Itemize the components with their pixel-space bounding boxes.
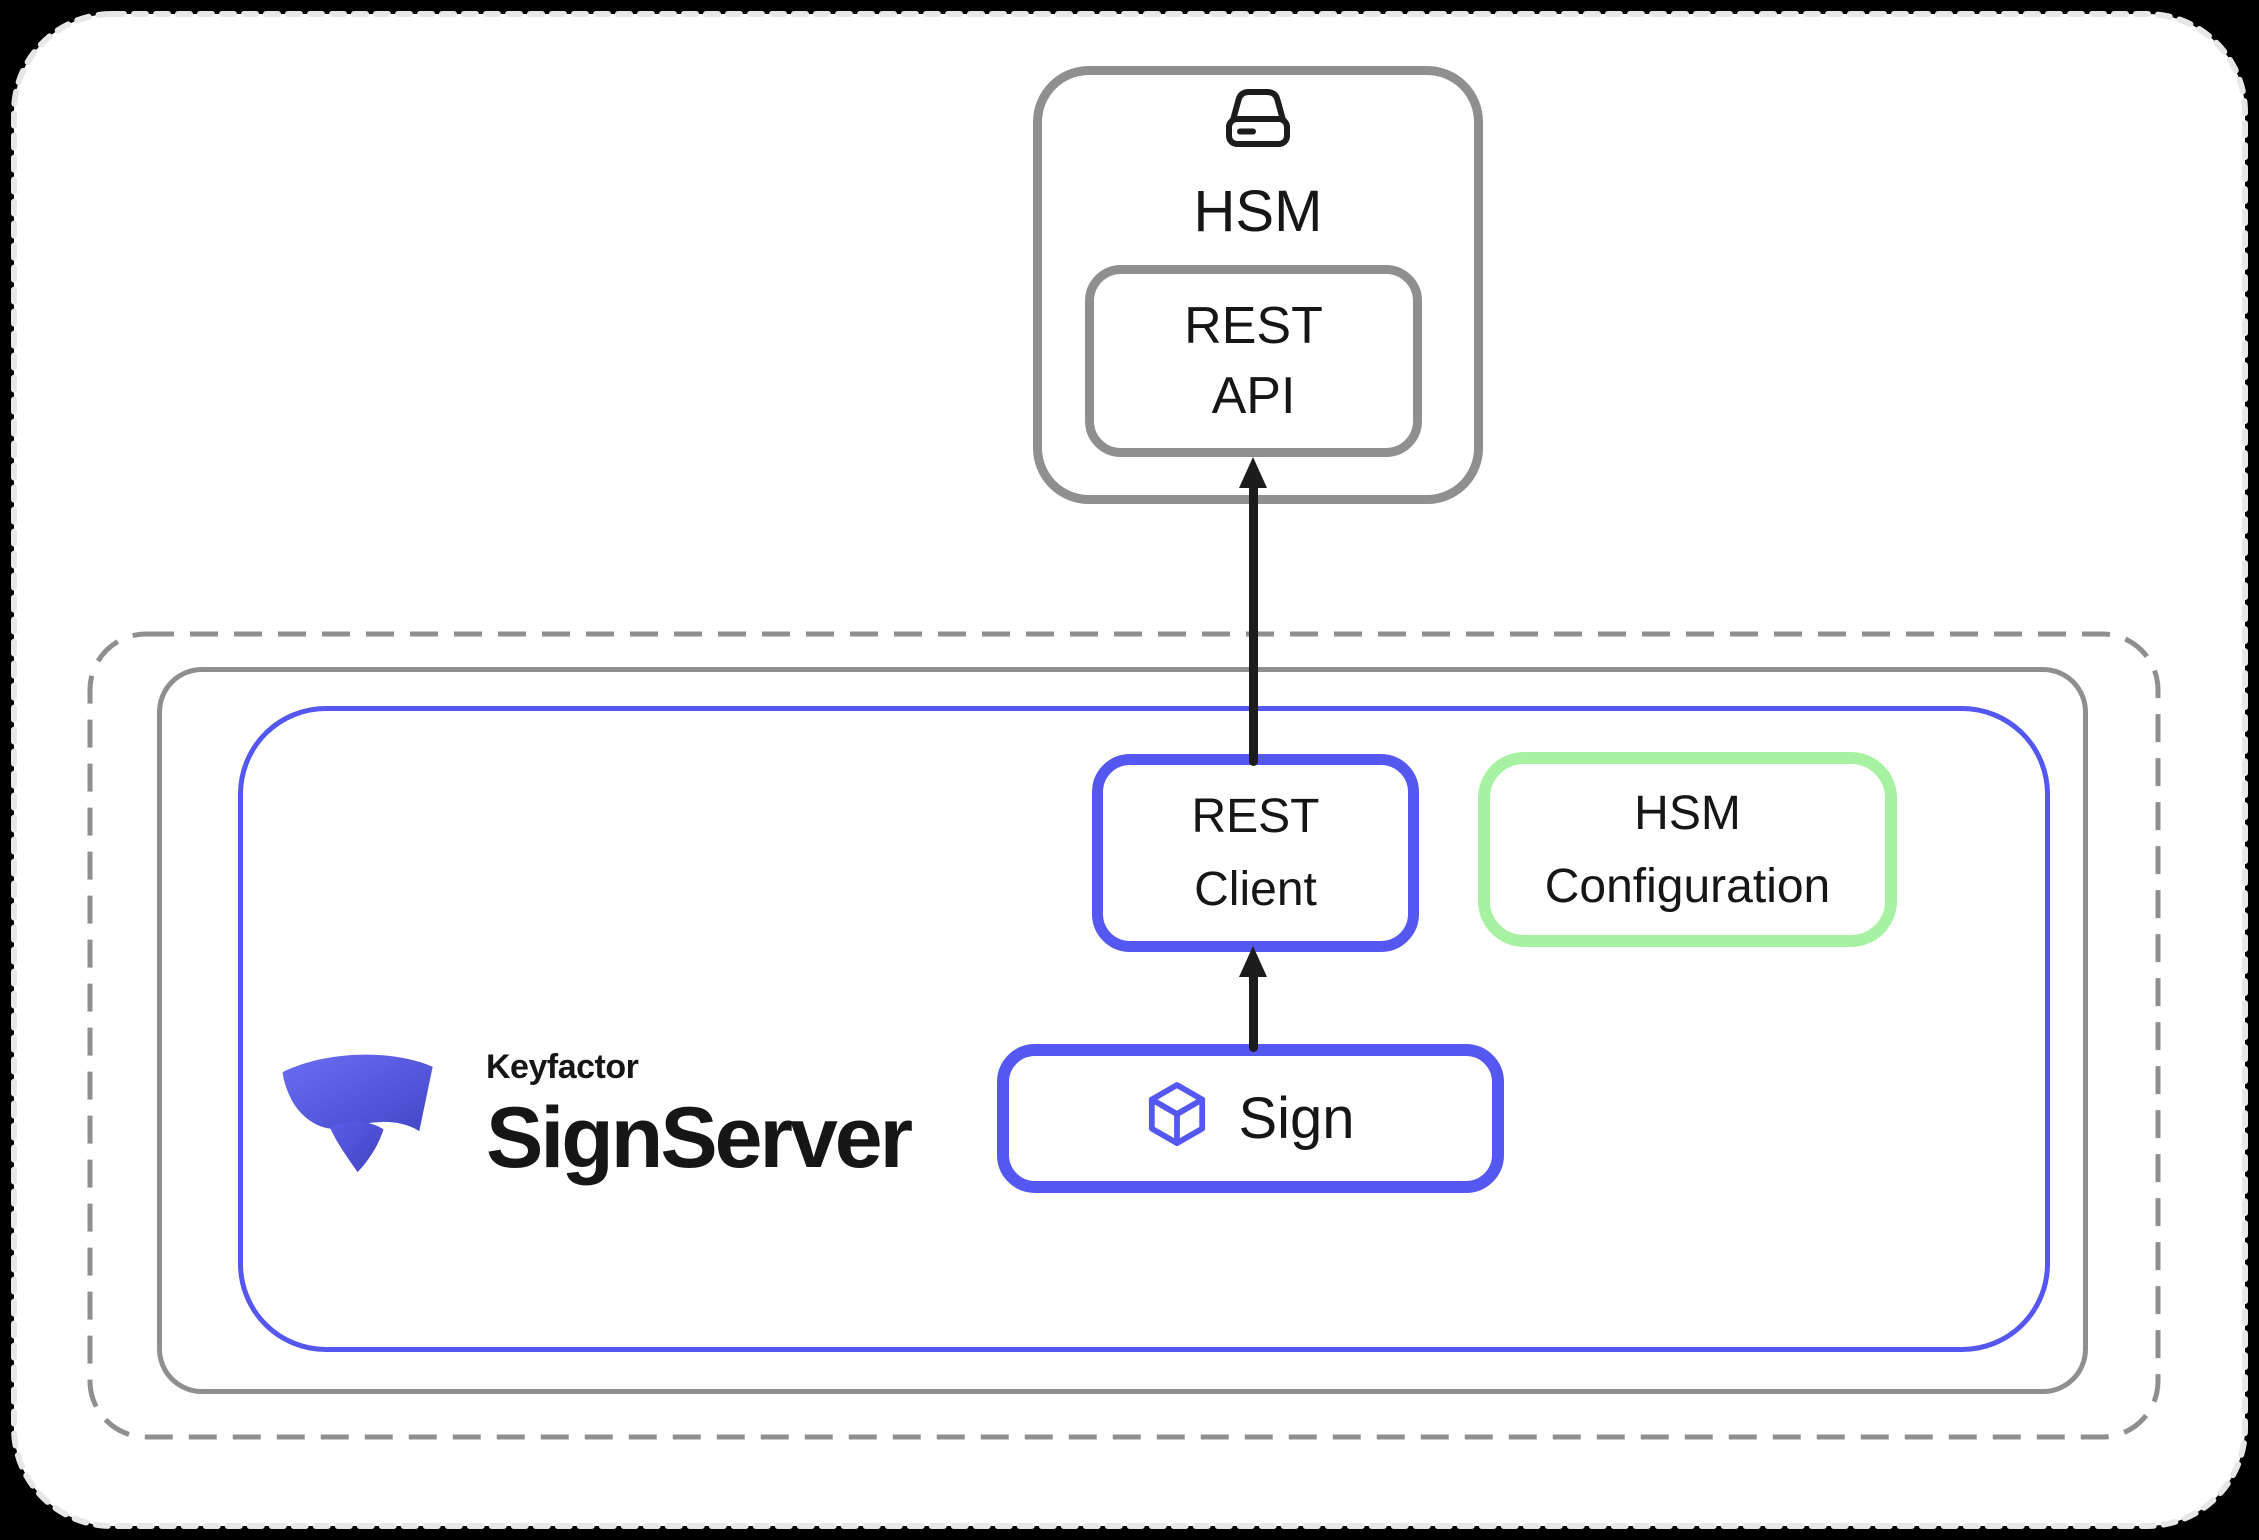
arrow-line bbox=[1249, 972, 1258, 1052]
rest-api-label-line2: API bbox=[1211, 367, 1296, 425]
logo-brand: Keyfactor bbox=[486, 1048, 639, 1086]
hsm-configuration-box: HSM Configuration bbox=[1478, 752, 1897, 947]
hsm-title: HSM bbox=[1193, 179, 1323, 244]
hsm-configuration-label-line2: Configuration bbox=[1544, 859, 1831, 913]
arrow-line bbox=[1249, 483, 1258, 766]
keyfactor-mark-icon bbox=[268, 1048, 458, 1182]
rest-client-box: REST Client bbox=[1092, 754, 1419, 952]
rest-api-label-line1: REST bbox=[1184, 297, 1323, 355]
arrow-head-icon bbox=[1239, 946, 1267, 977]
cube-icon bbox=[1146, 1081, 1208, 1156]
hsm-configuration-label-line1: HSM bbox=[1634, 786, 1741, 840]
arrow-head-icon bbox=[1239, 457, 1267, 488]
sign-box: Sign bbox=[997, 1044, 1504, 1193]
rest-api-box: REST API bbox=[1085, 265, 1422, 457]
sign-label: Sign bbox=[1238, 1086, 1355, 1151]
rest-client-label-line1: REST bbox=[1191, 790, 1320, 843]
drive-icon bbox=[1220, 87, 1296, 149]
logo-product: SignServer bbox=[486, 1090, 913, 1186]
keyfactor-signserver-logo: Keyfactor SignServer bbox=[268, 1048, 913, 1188]
rest-client-label-line2: Client bbox=[1194, 863, 1317, 916]
